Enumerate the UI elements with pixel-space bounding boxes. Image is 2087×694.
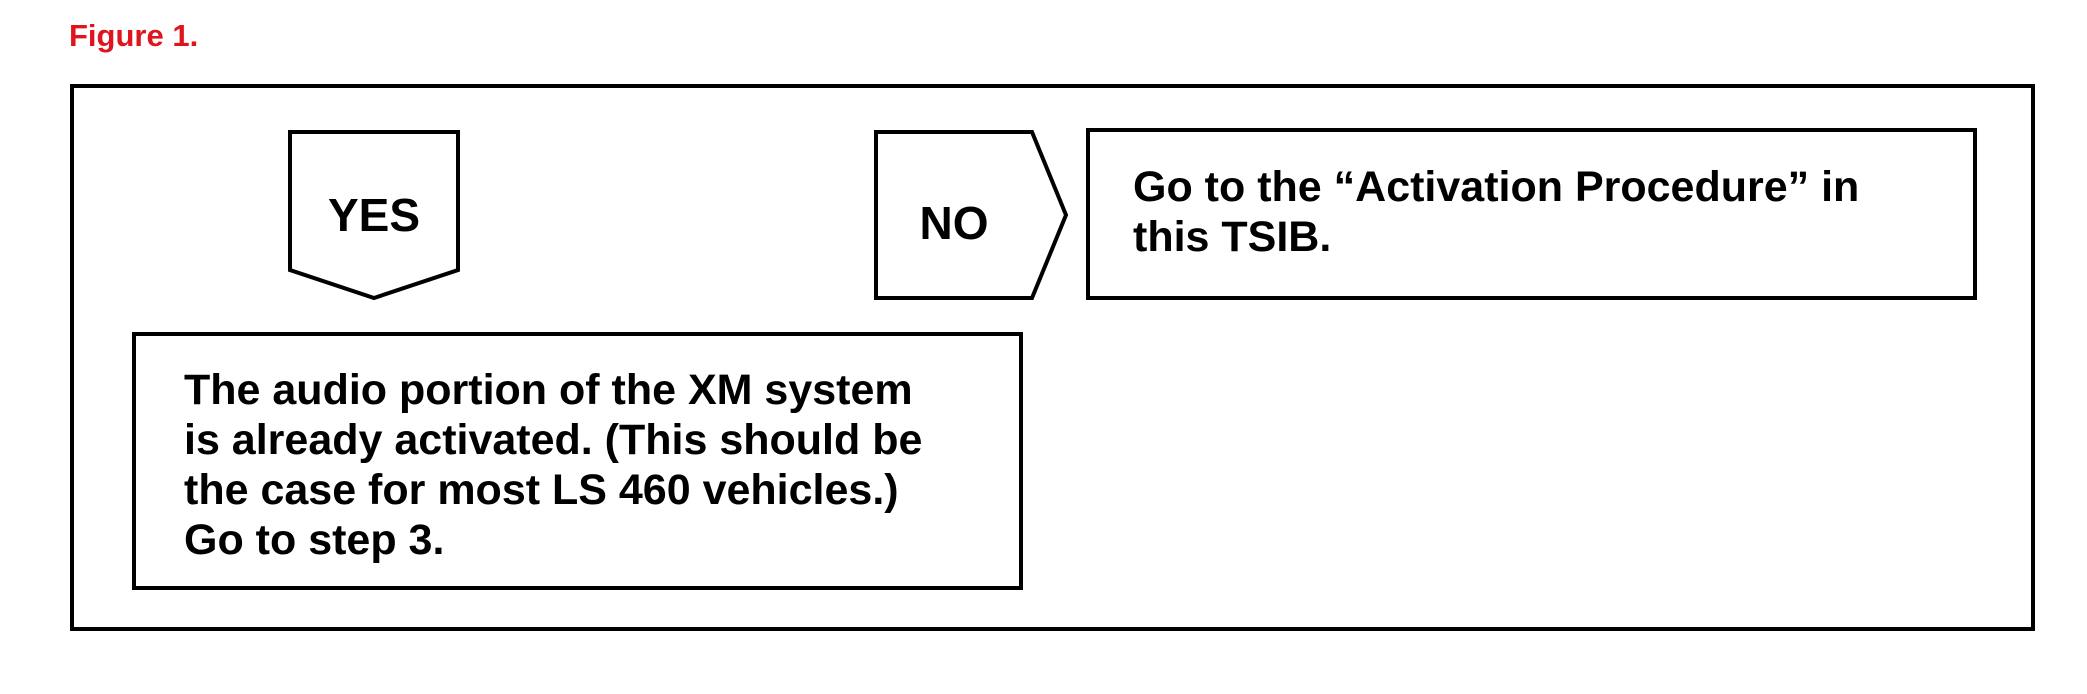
yes-arrow-shape bbox=[288, 130, 460, 301]
no-result-text: Go to the “Activation Procedure” in this… bbox=[1133, 163, 1860, 261]
no-result-box bbox=[1086, 128, 1977, 300]
figure-caption: Figure 1. bbox=[69, 18, 199, 53]
diagram-frame bbox=[70, 84, 2035, 631]
yes-result-text: The audio portion of the XM system is al… bbox=[184, 366, 923, 564]
yes-label: YES bbox=[327, 189, 421, 241]
no-arrow-shape bbox=[874, 130, 1069, 300]
no-label: NO bbox=[919, 197, 989, 249]
yes-result-box bbox=[132, 332, 1023, 590]
